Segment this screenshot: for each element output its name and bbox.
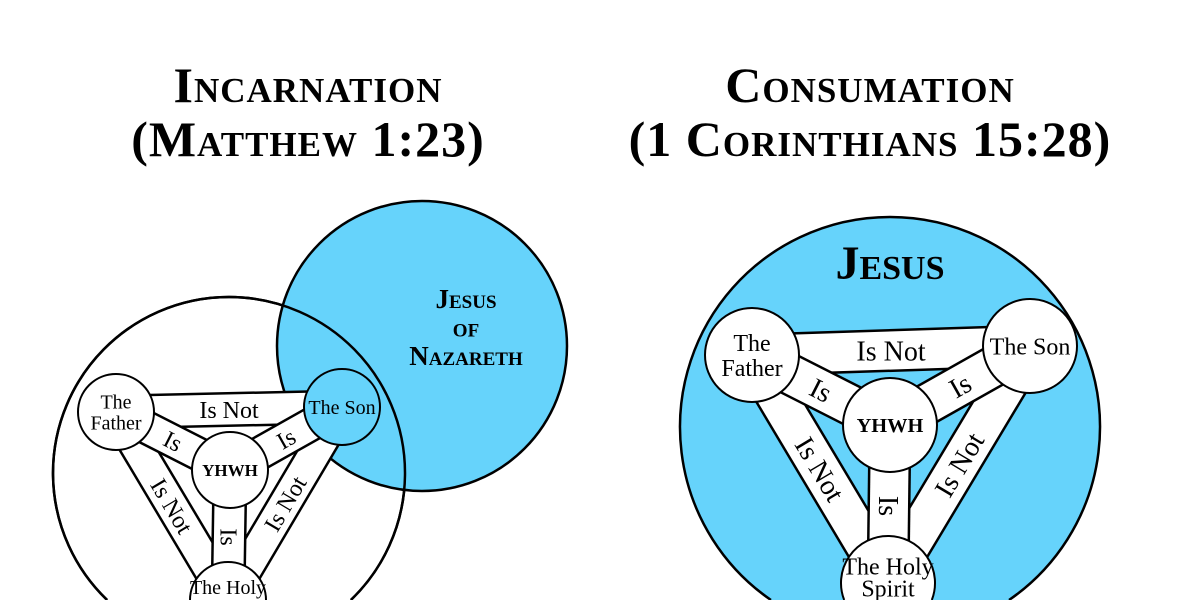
consumation-title: Consumation (1 Corinthians 15:28) <box>570 58 1170 166</box>
node-label-yhwh-line: YHWH <box>857 415 924 437</box>
node-son <box>303 368 381 446</box>
node-spirit <box>190 562 266 600</box>
edge-label-father-son: Is Not <box>856 336 925 367</box>
node-label-spirit-line: Spirit <box>861 576 915 600</box>
jesus-label-line: Jesus <box>835 237 944 290</box>
jesus-label: Jesus <box>835 237 944 290</box>
edge-label-center-spirit-line: Is <box>872 496 903 516</box>
node-father <box>704 307 800 403</box>
jesus-of-nazareth-label-line: Nazareth <box>409 341 523 371</box>
node-label-son-line: The Son <box>308 397 375 419</box>
node-father <box>77 373 155 451</box>
title-line-1: Incarnation <box>173 57 443 113</box>
node-label-yhwh: YHWH <box>857 415 924 437</box>
jesus-of-nazareth-label-line: of <box>453 312 479 342</box>
node-son <box>982 298 1078 394</box>
node-label-spirit: The Holy <box>190 577 266 599</box>
node-yhwh <box>191 431 269 509</box>
godhead-circle-overlay-outline <box>51 295 407 600</box>
incarnation-title: Incarnation (Matthew 1:23) <box>58 58 558 166</box>
jesus-circle-outline <box>678 215 1102 600</box>
edge-label-father-son: Is Not <box>199 398 259 424</box>
edge-label-center-spirit: Is <box>872 496 903 516</box>
edge-label-father-son-line: Is Not <box>856 336 925 367</box>
edge-label-center-spirit: Is <box>215 528 241 545</box>
node-label-spirit-line: The Holy <box>842 554 933 580</box>
title-line-2: (Matthew 1:23) <box>131 111 485 167</box>
node-spirit-outline <box>189 561 267 600</box>
node-label-father-line: Father <box>90 413 141 435</box>
node-spirit <box>841 536 935 600</box>
node-yhwh <box>842 377 938 473</box>
edge-label-father-son-line: Is Not <box>199 398 259 424</box>
node-label-father-line: Father <box>721 356 782 382</box>
node-label-yhwh-line: YHWH <box>202 461 258 480</box>
node-label-yhwh: YHWH <box>202 461 258 480</box>
node-label-son-line: The Son <box>990 334 1071 360</box>
node-label-son: The Son <box>308 397 375 419</box>
node-label-father-line: The <box>733 331 770 357</box>
edge-label-center-spirit-line: Is <box>215 528 241 545</box>
title-line-2: (1 Corinthians 15:28) <box>628 111 1112 167</box>
node-label-son: The Son <box>990 334 1071 360</box>
node-spirit-outline <box>840 535 936 600</box>
jesus-of-nazareth-label-line: Jesus <box>435 284 496 314</box>
node-label-spirit-line: The Holy <box>190 577 266 599</box>
node-label-father-line: The <box>100 392 131 414</box>
title-line-1: Consumation <box>725 57 1015 113</box>
